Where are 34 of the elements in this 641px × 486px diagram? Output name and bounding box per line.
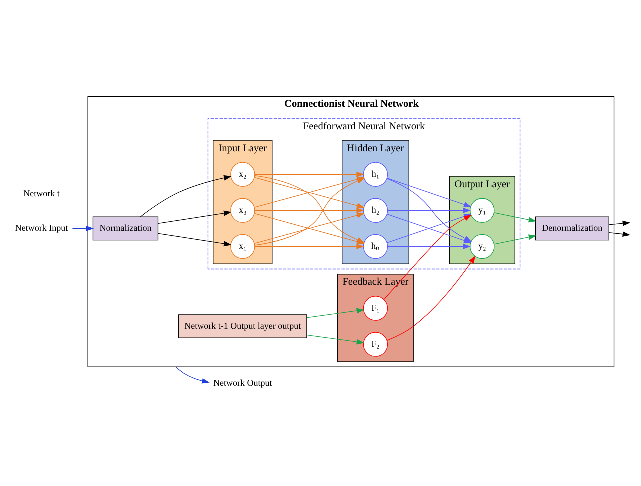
arrow: [254, 171, 364, 177]
node-box: Normalization: [92, 216, 159, 240]
arrow: [388, 244, 471, 249]
arrow: [72, 225, 94, 231]
node-circle: F₁: [363, 296, 388, 320]
arrow: [494, 234, 537, 244]
node-circle: h₁: [363, 162, 388, 186]
arrow: [140, 174, 232, 217]
node-circle: y₂: [470, 234, 495, 259]
arrow: [494, 212, 537, 222]
arrow: [306, 308, 365, 318]
node-circle: x₂: [230, 162, 256, 186]
arrow: [608, 220, 631, 226]
arrow: [158, 232, 232, 246]
arrow: [386, 255, 476, 340]
arrow: [158, 210, 232, 224]
node-circle: y₁: [470, 198, 495, 223]
node-circle: F₂: [363, 332, 388, 356]
node-text: Network Output: [214, 378, 272, 388]
node-circle: x₃: [230, 198, 256, 223]
node-box: Network t-1 Output layer output: [178, 314, 308, 338]
arrow: [608, 231, 631, 237]
arrow: [254, 207, 364, 213]
label: Network t: [24, 188, 60, 198]
arrow: [306, 334, 365, 344]
arrow: [387, 178, 472, 207]
arrow: [176, 366, 210, 384]
arrow: [388, 207, 471, 213]
node-box: Denormalization: [535, 216, 610, 240]
arrow: [254, 244, 364, 249]
node-circle: hₙ: [363, 234, 388, 259]
node-text: Network Input: [15, 222, 68, 233]
node-circle: x₁: [230, 234, 256, 259]
node-circle: h₂: [363, 198, 388, 223]
